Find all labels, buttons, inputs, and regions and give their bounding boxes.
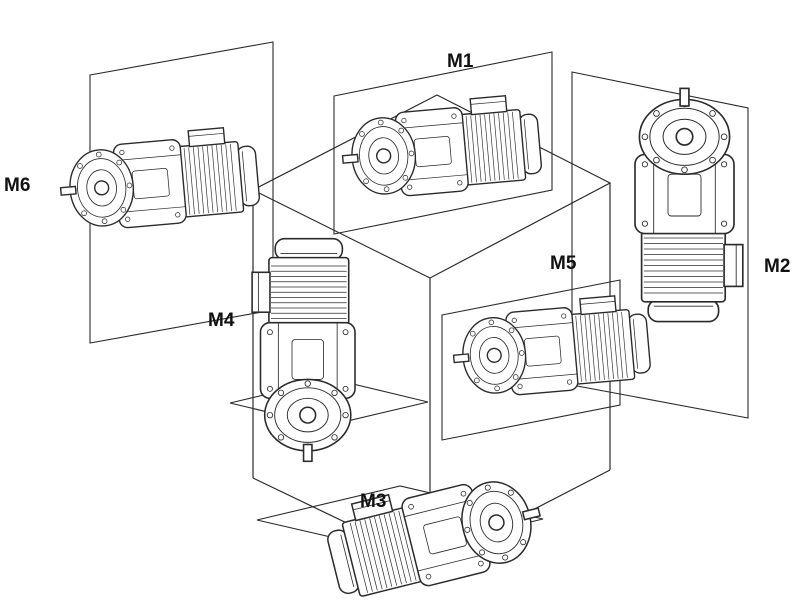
gearmotor-m5	[448, 292, 653, 401]
label-m2: M2	[764, 256, 790, 277]
gearmotor-m4	[251, 237, 356, 463]
mounting-plane-m5	[441, 279, 621, 441]
gearmotor-m2	[634, 87, 744, 323]
gearmotor-m1	[337, 92, 544, 202]
label-m1: M1	[447, 51, 474, 72]
label-m4: M4	[208, 310, 235, 331]
label-m5: M5	[550, 253, 577, 274]
label-m6: M6	[4, 175, 30, 196]
mounting-plane-m1	[333, 51, 553, 235]
gearmotor-m6	[55, 124, 262, 234]
label-m3: M3	[360, 491, 386, 512]
gearmotor-m3	[319, 459, 551, 608]
